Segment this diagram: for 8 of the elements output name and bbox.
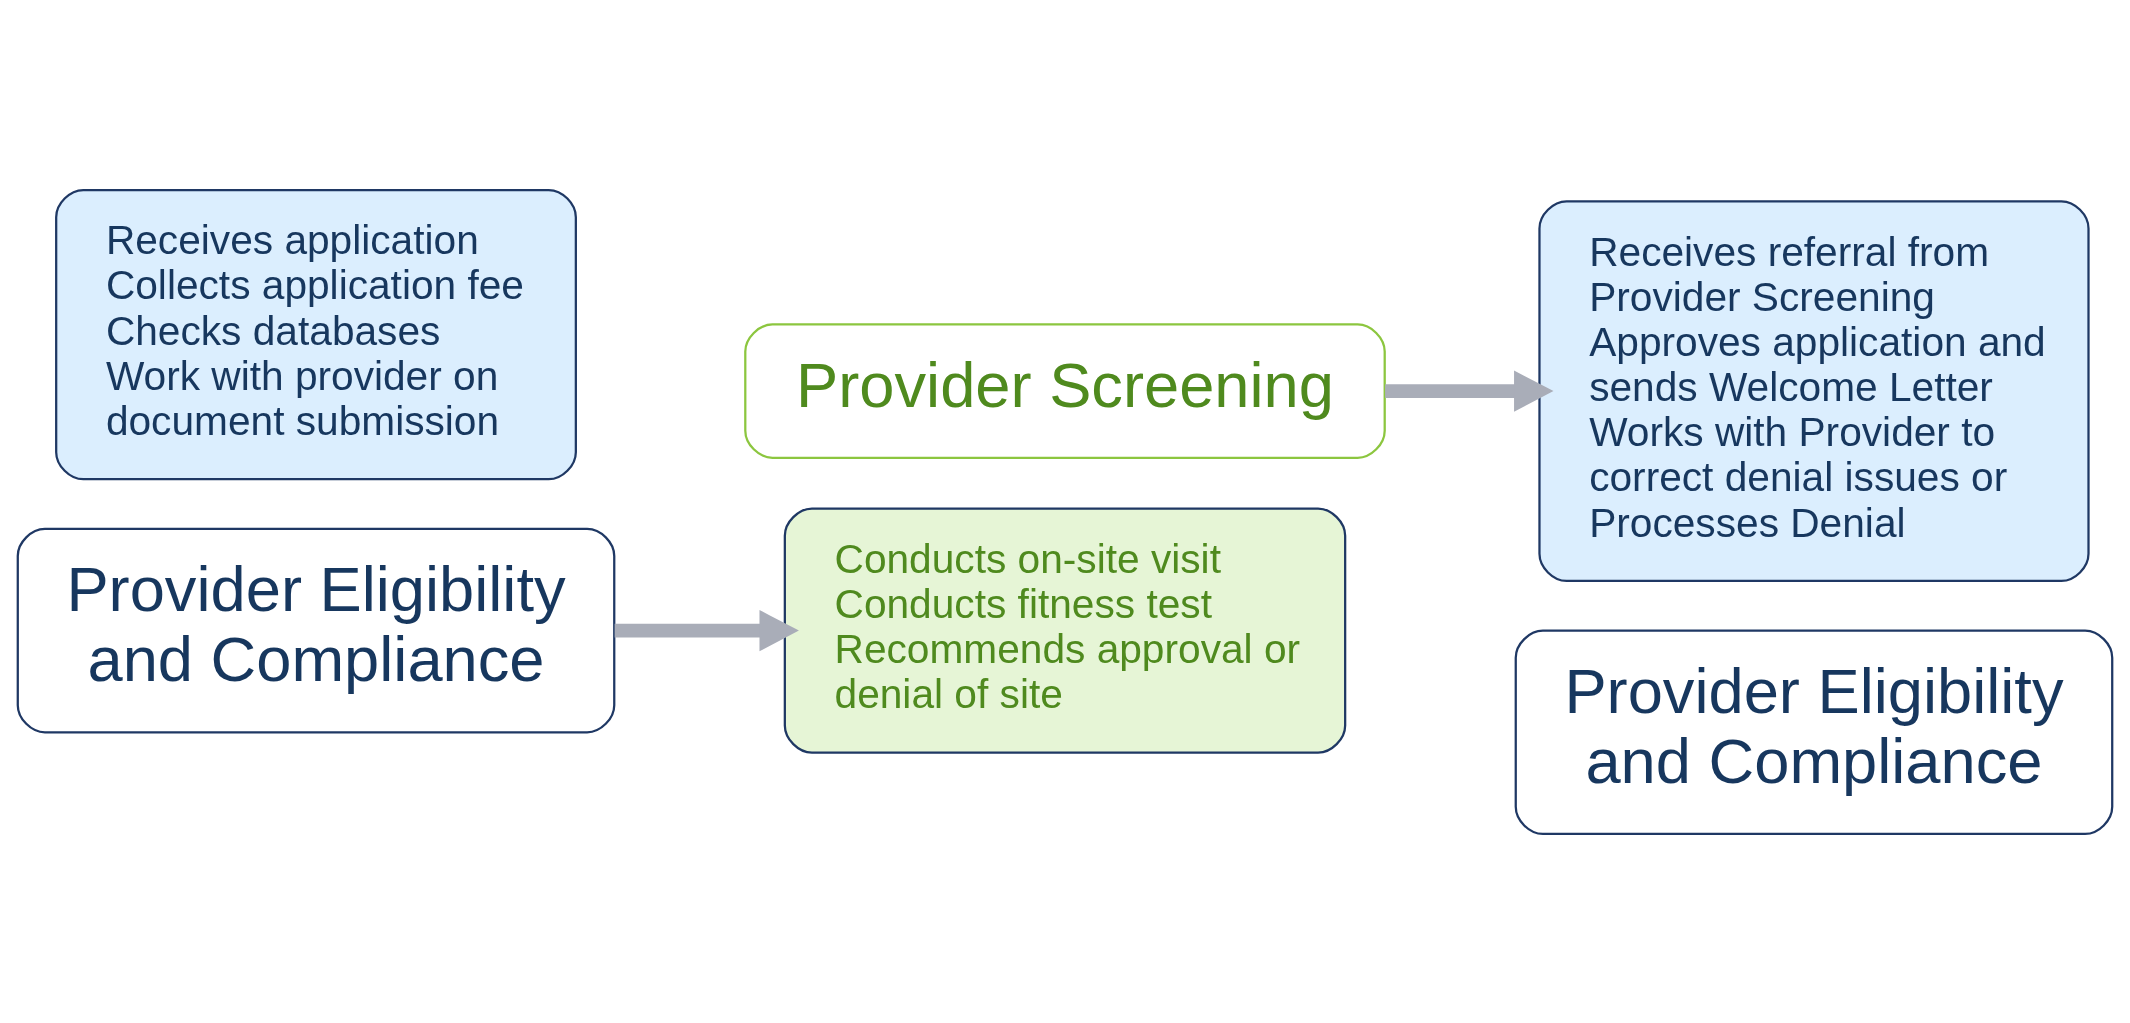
node-box: Conducts on-site visit Conducts fitness test Recommends approval or denial of site — [783, 507, 1347, 754]
node-box: Provider Eligibility and Compliance — [1514, 629, 2114, 835]
arrow — [614, 609, 799, 651]
node-box: Receives application Collects application fee Checks databases Work with provider on document submission — [55, 188, 577, 480]
node-box: Provider Screening — [744, 322, 1386, 459]
node-box: Receives referral from Provider Screening Approves application and sends Welcome Letter Works with Provider to correct denial issues or Processes Denial — [1538, 199, 2090, 582]
arrow — [1385, 369, 1554, 412]
node-box: Provider Eligibility and Compliance — [16, 527, 616, 733]
